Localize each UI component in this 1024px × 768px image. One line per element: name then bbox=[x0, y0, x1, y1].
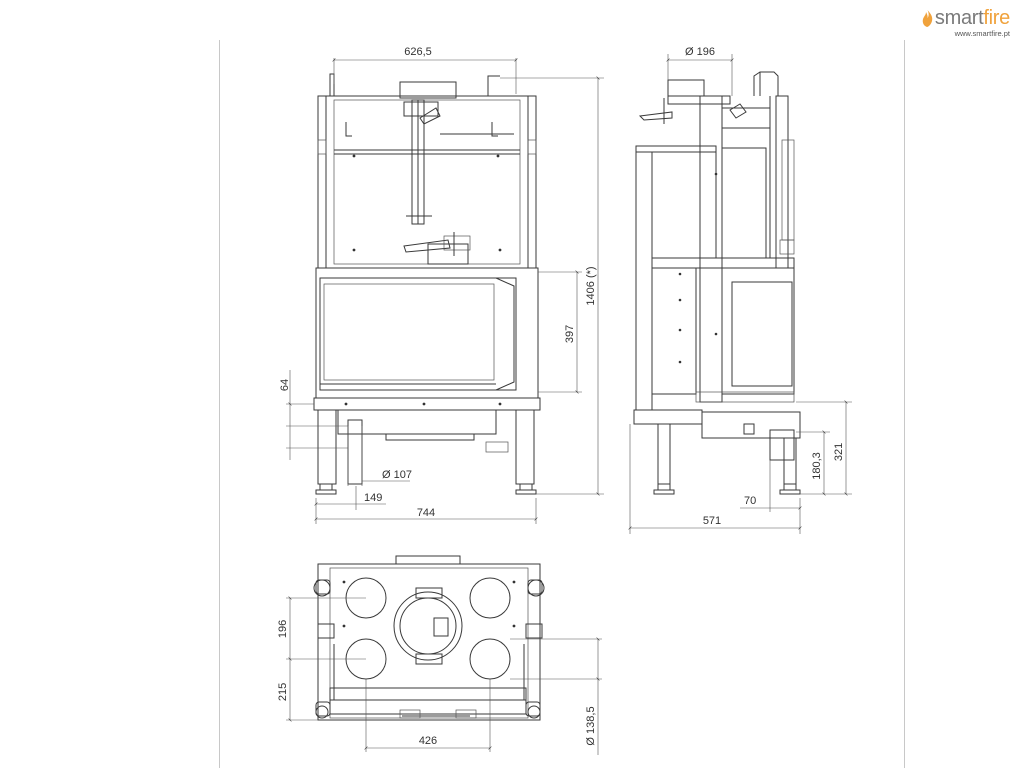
dim-depth-front: 196 bbox=[277, 620, 289, 638]
page-border-left bbox=[219, 40, 220, 768]
dim-depth-rear: 215 bbox=[277, 683, 289, 701]
top-view bbox=[313, 555, 545, 721]
dim-duct-offset: 149 bbox=[364, 492, 382, 504]
dim-width-top: 626,5 bbox=[404, 46, 432, 58]
flame-icon bbox=[922, 9, 933, 27]
dim-inlet-diameter: Ø 138,5 bbox=[585, 706, 597, 745]
dim-width-total: 744 bbox=[417, 507, 435, 519]
side-dimensions: Ø 196 321 180,3 70 571 bbox=[628, 46, 852, 534]
front-view bbox=[313, 73, 541, 495]
dim-rear-offset: 70 bbox=[744, 495, 756, 507]
side-view bbox=[633, 71, 801, 495]
dim-glass-height: 397 bbox=[564, 325, 576, 343]
dim-duct-diameter: Ø 107 bbox=[382, 469, 412, 481]
page-border-right bbox=[904, 40, 905, 768]
top-dimensions: 196 215 426 Ø 138,5 bbox=[277, 596, 602, 755]
front-dimensions: 626,5 1406 (*) 397 64 Ø 107 149 744 bbox=[279, 46, 604, 524]
dim-flue-diameter: Ø 196 bbox=[685, 46, 715, 58]
dim-height-total: 1406 (*) bbox=[585, 266, 597, 305]
brand-url: www.smartfire.pt bbox=[954, 29, 1010, 38]
dim-inlet-spacing: 426 bbox=[419, 735, 437, 747]
brand-logo: smartfire www.smartfire.pt bbox=[922, 8, 1010, 38]
dim-base-height: 64 bbox=[279, 379, 291, 391]
dim-inlet-height: 180,3 bbox=[811, 452, 823, 480]
brand-name: smartfire bbox=[934, 7, 1010, 29]
dim-floor-height: 321 bbox=[833, 443, 845, 461]
dim-depth-total: 571 bbox=[703, 515, 721, 527]
